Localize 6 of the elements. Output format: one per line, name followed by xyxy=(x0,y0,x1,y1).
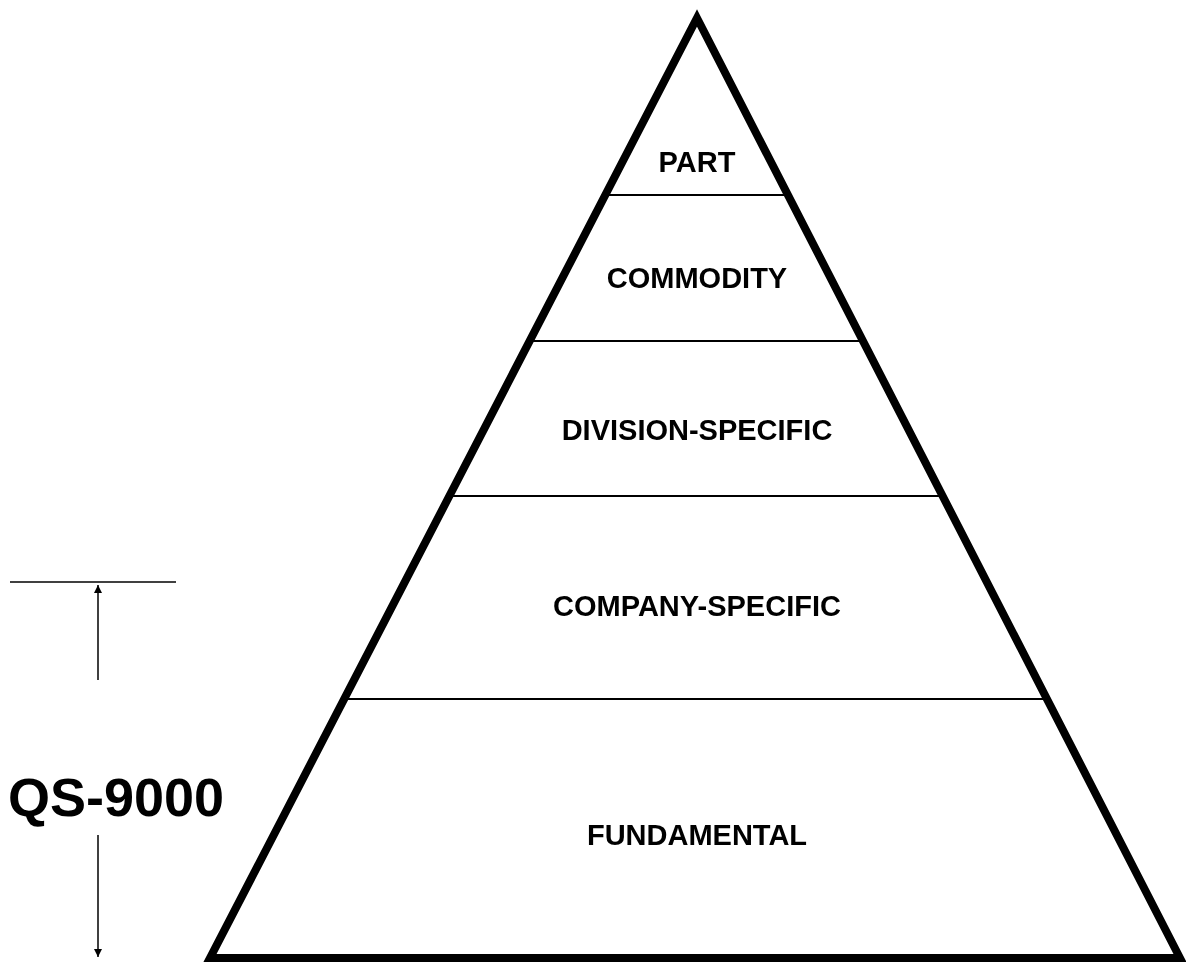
tier-label: COMPANY-SPECIFIC xyxy=(553,589,841,623)
tier-label: DIVISION-SPECIFIC xyxy=(561,413,833,447)
tier-label: PART xyxy=(658,145,736,179)
tier-label: FUNDAMENTAL xyxy=(586,818,808,852)
tier-label: COMMODITY xyxy=(606,261,788,295)
dimension-label: QS-9000 xyxy=(8,766,225,828)
